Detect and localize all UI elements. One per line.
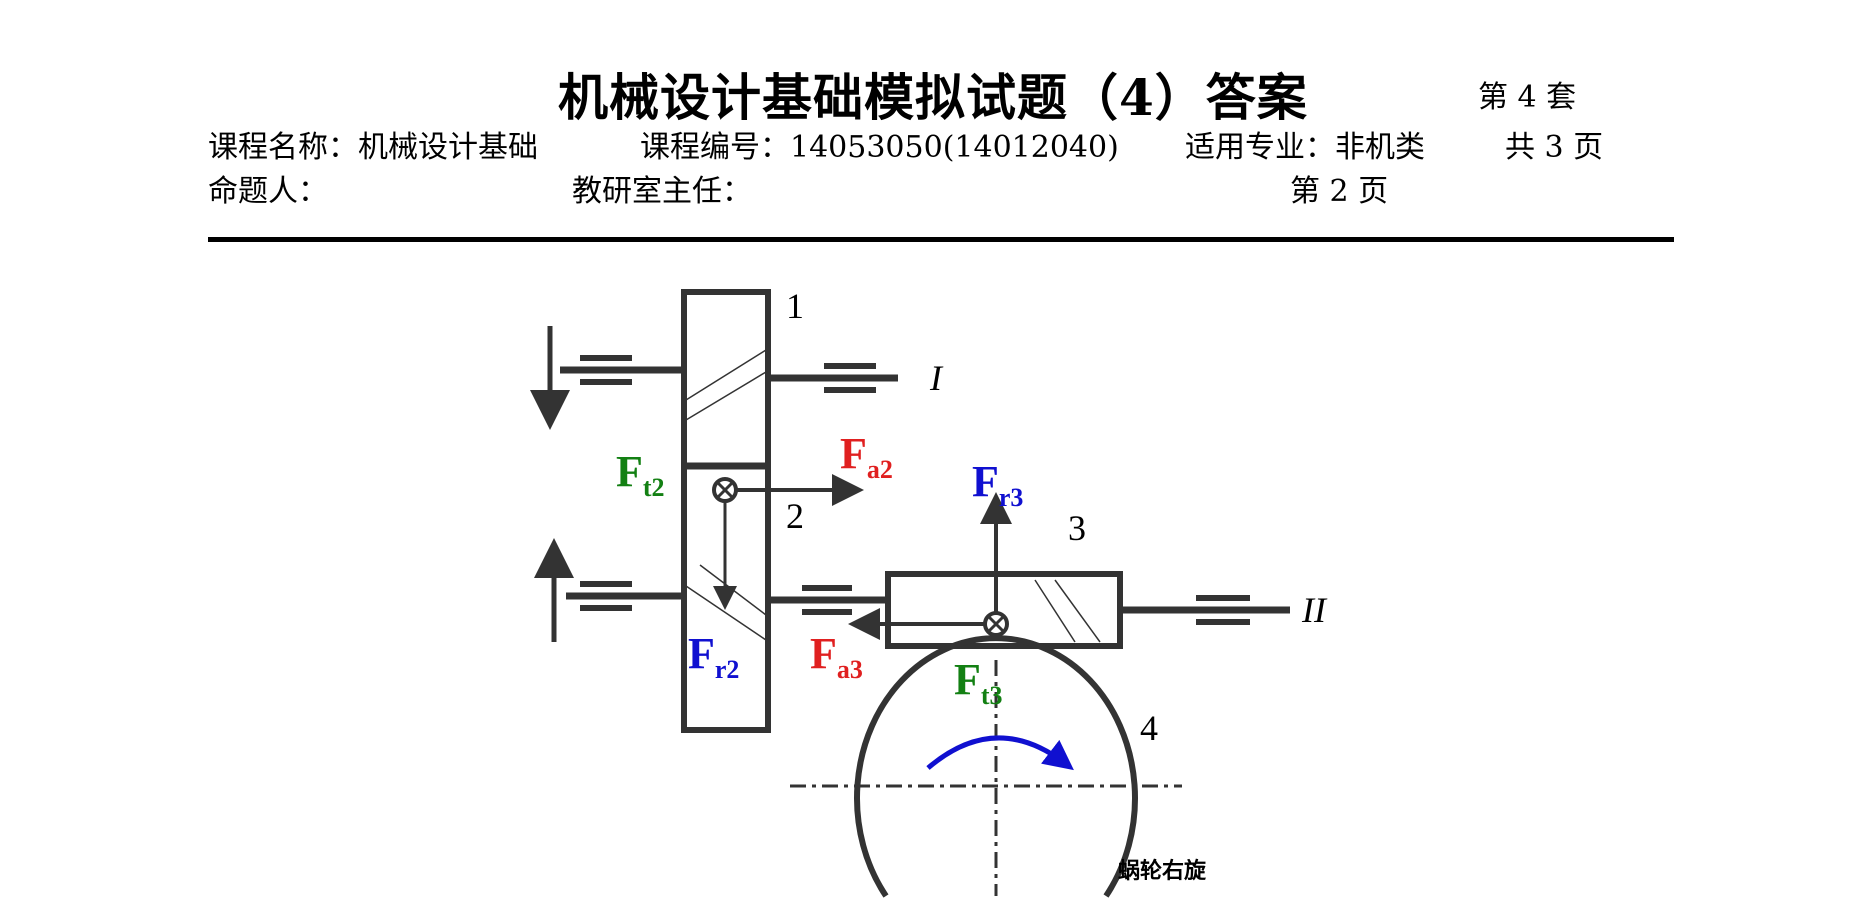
worm-wheel-4 [854, 635, 1138, 898]
label-fa3: Fa3 [810, 629, 863, 684]
set-number: 第 4 套 [1478, 80, 1577, 115]
label-shaft-I: I [929, 358, 944, 398]
course-code: 课程编号：14053050(14012040) [640, 130, 1119, 165]
course-name: 课程名称：机械设计基础 [208, 130, 538, 165]
author-label: 命题人： [208, 174, 328, 209]
label-wheel-4: 4 [1140, 708, 1158, 748]
label-fr2: Fr2 [688, 629, 739, 684]
applicable-major: 适用专业：非机类 [1185, 130, 1425, 165]
page-number: 第 2 页 [1290, 174, 1389, 209]
worm-wheel-right-hand-note: 蜗轮右旋 [1118, 858, 1207, 883]
gear-1-2-body [681, 289, 771, 733]
header-rule [208, 237, 1674, 242]
label-ft3: Ft3 [954, 655, 1003, 710]
director-label: 教研室主任： [572, 174, 752, 209]
total-pages: 共 3 页 [1505, 130, 1604, 165]
label-shaft-II: II [1301, 590, 1328, 630]
document-title: 机械设计基础模拟试题（4）答案 [558, 68, 1308, 127]
label-gear-1: 1 [786, 286, 804, 326]
label-fr3: Fr3 [972, 457, 1023, 512]
rotation-arrow-icon [926, 735, 1074, 771]
label-worm-3: 3 [1068, 508, 1086, 548]
ft3-into-page-symbol [983, 611, 1009, 637]
label-ft2: Ft2 [616, 447, 665, 502]
worm-3-body [885, 571, 1123, 649]
label-fa2: Fa2 [840, 429, 893, 484]
label-gear-2: 2 [786, 496, 804, 536]
